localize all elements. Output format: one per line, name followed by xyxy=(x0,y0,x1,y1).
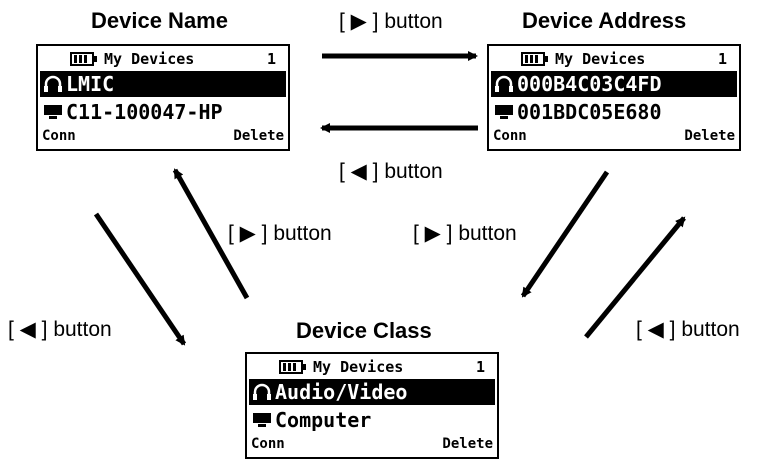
device-label: C11-100047-HP xyxy=(66,100,223,124)
delete-softkey: Delete xyxy=(442,436,493,452)
softkey-bar: Conn Delete xyxy=(251,434,493,454)
screen-header: My Devices 1 xyxy=(42,49,284,69)
conn-softkey: Conn xyxy=(42,128,76,144)
headphones-icon xyxy=(493,75,515,93)
battery-icon xyxy=(279,360,306,374)
arrow-class-to-address xyxy=(584,216,686,339)
device-row: C11-100047-HP xyxy=(42,99,284,125)
left-button-caption-middle: [ ◀ ] button xyxy=(339,160,443,183)
selected-device-label: LMIC xyxy=(66,72,115,96)
device-class-screen: My Devices 1 Audio/Video Computer Conn D… xyxy=(245,352,499,459)
headphones-icon xyxy=(251,383,273,401)
conn-softkey: Conn xyxy=(493,128,527,144)
device-address-title: Device Address xyxy=(522,8,687,33)
computer-icon xyxy=(251,412,273,428)
left-button-caption-from-class: [ ◀ ] button xyxy=(636,318,740,341)
screen-header: My Devices 1 xyxy=(493,49,735,69)
delete-softkey: Delete xyxy=(233,128,284,144)
right-button-caption-to-class: [ ▶ ] button xyxy=(413,222,517,245)
selected-device-row: LMIC xyxy=(40,71,286,97)
screen-header-title: My Devices xyxy=(104,50,195,68)
computer-icon xyxy=(42,104,64,120)
battery-icon xyxy=(521,52,548,66)
right-button-caption-from-class: [ ▶ ] button xyxy=(228,222,332,245)
selected-device-row: 000B4C03C4FD xyxy=(491,71,737,97)
right-button-caption-top: [ ▶ ] button xyxy=(339,10,443,33)
device-label: Computer xyxy=(275,408,372,432)
screen-header: My Devices 1 xyxy=(251,357,493,377)
battery-icon xyxy=(70,52,97,66)
device-count: 1 xyxy=(475,358,485,376)
device-row: 001BDC05E680 xyxy=(493,99,735,125)
arrow-name-to-class xyxy=(93,212,187,346)
selected-device-label: 000B4C03C4FD xyxy=(517,72,662,96)
delete-softkey: Delete xyxy=(684,128,735,144)
softkey-bar: Conn Delete xyxy=(493,126,735,146)
arrow-address-to-class xyxy=(520,170,610,298)
conn-softkey: Conn xyxy=(251,436,285,452)
device-label: 001BDC05E680 xyxy=(517,100,662,124)
screen-header-title: My Devices xyxy=(555,50,646,68)
device-class-title: Device Class xyxy=(296,318,432,343)
device-name-screen: My Devices 1 LMIC C11-100047-HP Conn Del… xyxy=(36,44,290,151)
left-button-caption-to-class: [ ◀ ] button xyxy=(8,318,112,341)
device-name-title: Device Name xyxy=(91,8,228,33)
headphones-icon xyxy=(42,75,64,93)
softkey-bar: Conn Delete xyxy=(42,126,284,146)
device-count: 1 xyxy=(266,50,276,68)
computer-icon xyxy=(493,104,515,120)
device-count: 1 xyxy=(717,50,727,68)
selected-device-label: Audio/Video xyxy=(275,380,408,404)
arrow-class-to-name xyxy=(172,168,250,300)
device-row: Computer xyxy=(251,407,493,433)
selected-device-row: Audio/Video xyxy=(249,379,495,405)
screen-header-title: My Devices xyxy=(313,358,404,376)
device-address-screen: My Devices 1 000B4C03C4FD 001BDC05E680 C… xyxy=(487,44,741,151)
